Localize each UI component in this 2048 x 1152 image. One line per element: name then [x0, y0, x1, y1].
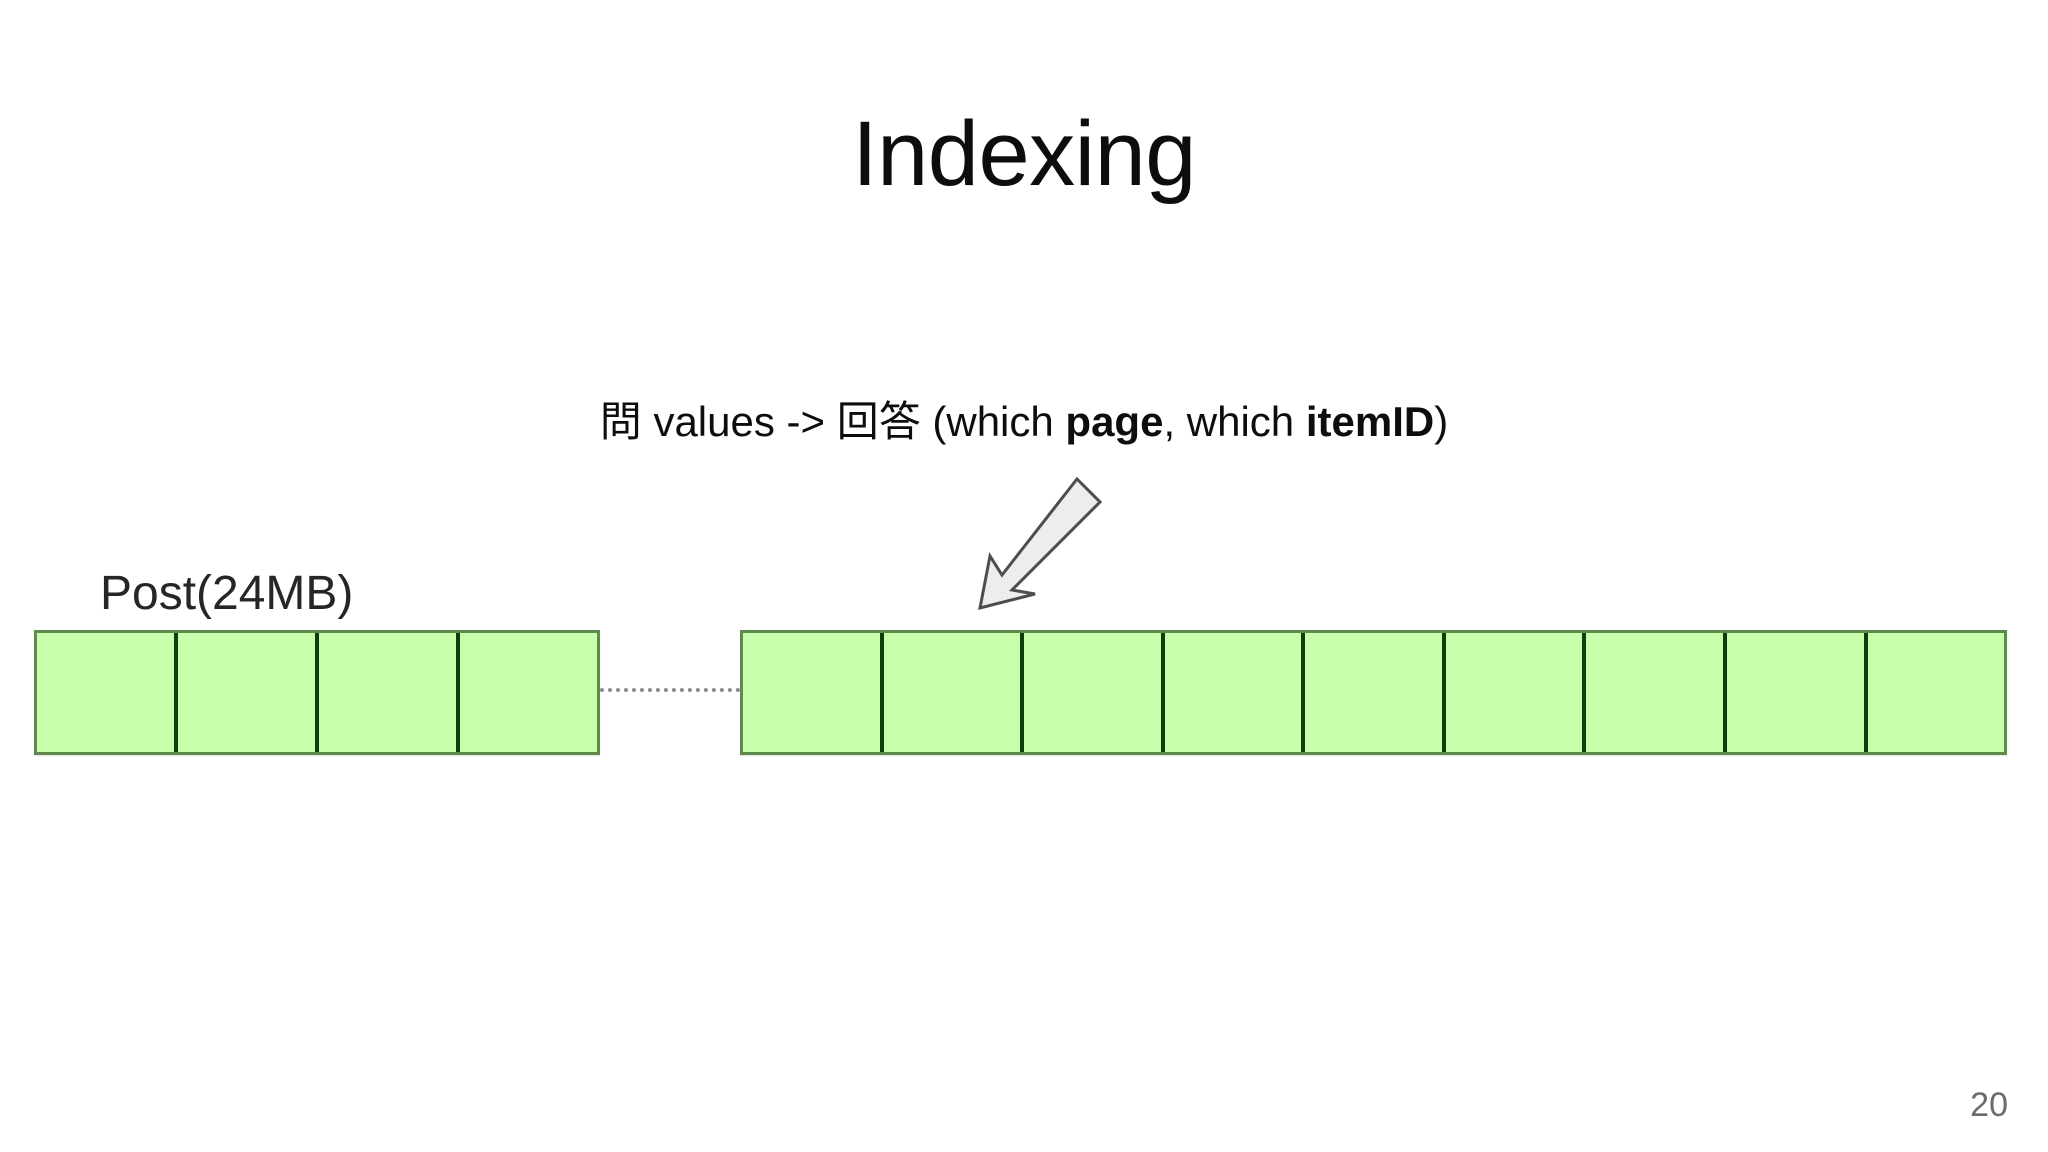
index-cell	[883, 633, 1025, 752]
post-cell-strip	[34, 630, 600, 755]
index-cell	[1867, 633, 2005, 752]
post-cell	[178, 633, 319, 752]
index-cell	[1305, 633, 1446, 752]
page-title: Indexing	[852, 103, 1196, 205]
index-cell	[1164, 633, 1306, 752]
subtitle-bold-page: page	[1065, 398, 1164, 445]
arrow-shape	[978, 476, 1103, 611]
subtitle-segment-2: , which	[1163, 398, 1306, 445]
index-cell	[1024, 633, 1165, 752]
dotted-connector	[600, 688, 740, 696]
subtitle-bold-itemid: itemID	[1305, 398, 1435, 445]
post-cell	[37, 633, 178, 752]
arrow-down-left-icon	[978, 476, 1103, 611]
index-cell-strip	[740, 630, 2007, 755]
index-cell	[743, 633, 884, 752]
post-cell	[460, 633, 597, 752]
index-cell	[1445, 633, 1587, 752]
subtitle-segment-1: 問 values -> 回答 (which	[599, 398, 1066, 445]
index-cell	[1586, 633, 1727, 752]
index-cell	[1726, 633, 1868, 752]
post-size-label: Post(24MB)	[100, 567, 354, 620]
subtitle-segment-3: )	[1434, 398, 1449, 445]
page-number: 20	[1970, 1086, 2008, 1124]
post-cell	[319, 633, 460, 752]
subtitle-text: 問 values -> 回答 (which page, which itemID…	[0, 398, 2048, 446]
